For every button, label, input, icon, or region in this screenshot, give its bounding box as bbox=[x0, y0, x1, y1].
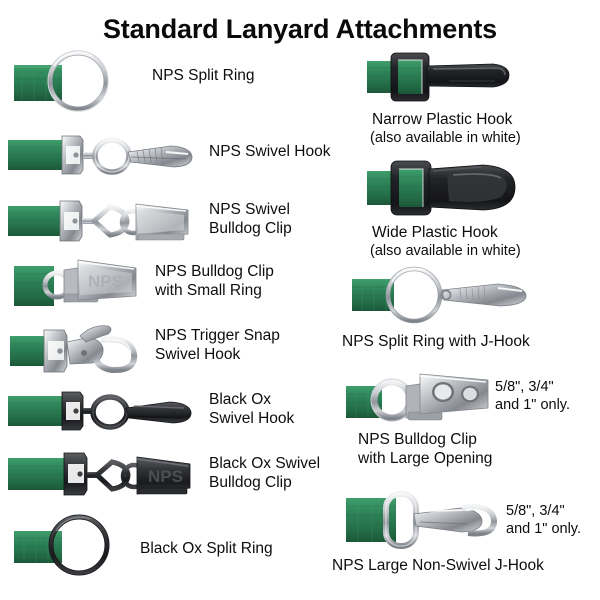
attachment-label: Black Ox Swivel Hook bbox=[209, 391, 295, 427]
trigger-snap-silver-icon bbox=[10, 325, 138, 374]
bulldog-large-opening-icon bbox=[346, 373, 489, 422]
swivel-bulldog-silver-icon bbox=[8, 200, 189, 242]
size-note: 5/8", 3/4" and 1" only. bbox=[506, 503, 582, 537]
attachment-item-nps-large-non-swivel-j-hook: 5/8", 3/4" and 1" only. NPS Large Non-Sw… bbox=[330, 486, 600, 582]
attachment-item-black-ox-split-ring: Black Ox Split Ring bbox=[0, 508, 340, 580]
attachment-item-nps-swivel-hook: NPS Swivel Hook bbox=[0, 126, 340, 188]
attachment-label: Black Ox Swivel Bulldog Clip bbox=[209, 455, 321, 491]
swivel-hook-silver-icon bbox=[8, 135, 193, 175]
attachment-label: NPS Trigger Snap Swivel Hook bbox=[155, 327, 280, 363]
attachment-label: NPS Bulldog Clip with Small Ring bbox=[155, 263, 274, 299]
attachment-label: Wide Plastic Hook bbox=[372, 224, 498, 241]
attachment-item-nps-trigger-snap-swivel-hook: NPS Trigger Snap Swivel Hook bbox=[0, 316, 340, 382]
attachment-item-narrow-plastic-hook: Narrow Plastic Hook (also available in w… bbox=[340, 48, 600, 148]
attachment-item-nps-split-ring-j-hook: NPS Split Ring with J-Hook bbox=[340, 262, 600, 352]
attachment-item-nps-bulldog-clip-small-ring: NPS NPS Bulldog Clip with Small Ring bbox=[0, 254, 340, 316]
attachment-sublabel: (also available in white) bbox=[370, 243, 521, 259]
attachment-label: Black Ox Split Ring bbox=[140, 540, 273, 557]
size-note: 5/8", 3/4" and 1" only. bbox=[495, 379, 571, 413]
attachment-label: NPS Split Ring bbox=[152, 67, 255, 84]
split-ring-silver-icon bbox=[14, 50, 109, 112]
attachment-item-wide-plastic-hook: Wide Plastic Hook (also available in whi… bbox=[340, 155, 600, 259]
attachment-item-black-ox-swivel-bulldog-clip: NPS Black Ox Swivel Bulldog Clip bbox=[0, 444, 340, 508]
svg-text:NPS: NPS bbox=[88, 272, 123, 291]
attachment-label: NPS Bulldog Clip with Large Opening bbox=[358, 431, 493, 467]
swivel-bulldog-blackox-icon: NPS bbox=[8, 452, 191, 496]
attachment-label: NPS Split Ring with J-Hook bbox=[342, 333, 530, 350]
attachment-label: NPS Large Non-Swivel J-Hook bbox=[332, 557, 544, 574]
attachment-label: Narrow Plastic Hook bbox=[372, 111, 513, 128]
attachment-item-nps-split-ring: NPS Split Ring bbox=[0, 48, 340, 116]
attachment-item-black-ox-swivel-hook: Black Ox Swivel Hook bbox=[0, 382, 340, 444]
svg-text:NPS: NPS bbox=[148, 467, 183, 486]
attachment-label: NPS Swivel Hook bbox=[209, 143, 331, 160]
wide-plastic-hook-icon bbox=[367, 160, 516, 216]
large-non-swivel-j-hook-icon bbox=[346, 491, 497, 549]
attachment-item-nps-swivel-bulldog-clip: NPS Swivel Bulldog Clip bbox=[0, 190, 340, 254]
split-ring-j-hook-icon bbox=[352, 266, 527, 324]
narrow-plastic-hook-icon bbox=[367, 52, 510, 102]
attachment-sublabel: (also available in white) bbox=[370, 130, 521, 146]
split-ring-blackox-icon bbox=[14, 514, 110, 576]
bulldog-small-ring-silver-icon: NPS bbox=[14, 259, 137, 306]
swivel-hook-blackox-icon bbox=[8, 391, 192, 431]
attachment-label: NPS Swivel Bulldog Clip bbox=[209, 201, 292, 237]
attachment-item-nps-bulldog-clip-large-opening: 5/8", 3/4" and 1" only. NPS Bulldog Clip… bbox=[330, 368, 600, 467]
page-title: Standard Lanyard Attachments bbox=[103, 14, 497, 44]
